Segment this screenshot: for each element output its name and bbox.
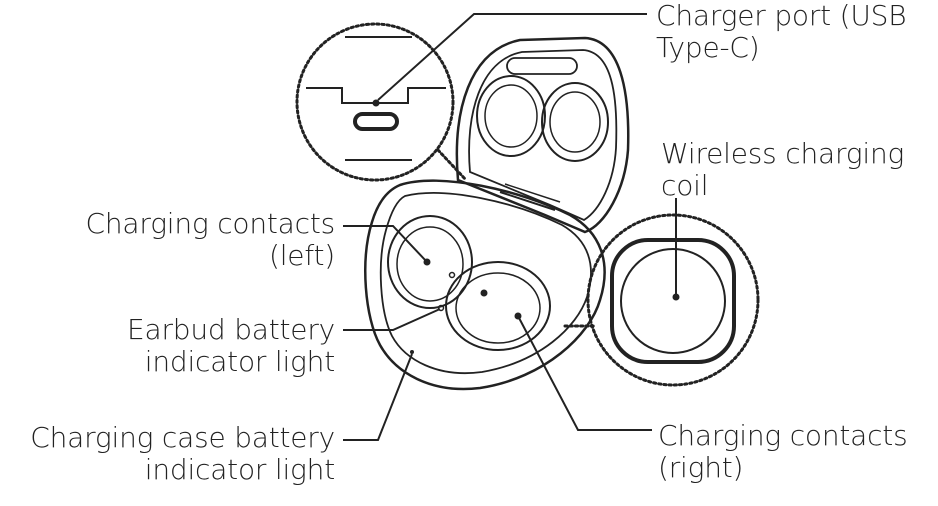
case-light-label: Charging case battery indicator light [30,422,335,486]
charger-port-label-line1: Charger port (USB [656,0,907,32]
contacts-right-label-line2: (right) [658,451,744,484]
contacts-right-label-line1: Charging contacts [658,419,908,452]
charger-port-label: Charger port (USB Type-C) [656,0,907,64]
case-base [364,179,606,391]
contacts-left-label: Charging contacts (left) [85,207,336,272]
wireless-coil-label-line2: coil [661,169,709,202]
usb-c-port-icon [353,112,399,131]
case-lid [455,36,630,234]
leader-lines [343,13,677,441]
case-light-label-line1: Charging case battery [30,421,335,454]
contacts-left-label-line2: (left) [269,239,335,272]
contacts-left-label-line1: Charging contacts [85,207,336,240]
earbud-light-label-line1: Earbud battery [127,313,335,346]
contacts-right-label: Charging contacts (right) [658,419,908,484]
charger-port-label-line2: Type-C) [656,31,760,64]
earbud-light-label: Earbud battery indicator light [127,314,335,378]
wireless-coil-icon [620,248,726,354]
charger-port-zoom [295,22,455,182]
wireless-coil-zoom [586,213,760,387]
earbud-light-label-line2: indicator light [144,345,335,378]
wireless-coil-label: Wireless charging coil [661,138,904,202]
case-light-label-line2: indicator light [144,453,335,486]
wireless-coil-label-line1: Wireless charging [661,137,905,170]
